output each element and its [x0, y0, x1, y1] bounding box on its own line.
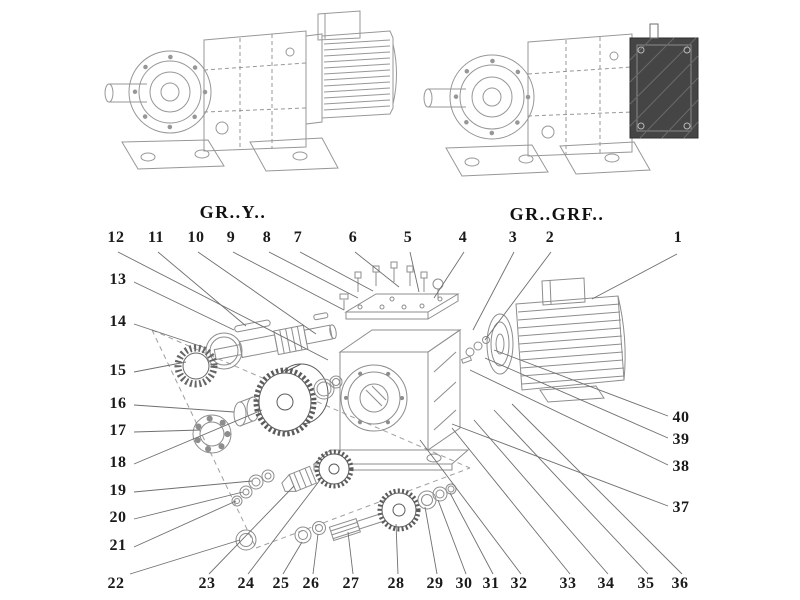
diagram-title-gr-y: GR..Y.. [199, 202, 267, 222]
callout-11: 11 [147, 229, 165, 246]
callout-21: 21 [109, 537, 127, 554]
callout-6: 6 [348, 229, 358, 246]
diagram-title-gr-grf: GR..GRF.. [509, 204, 605, 224]
callout-9: 9 [226, 229, 236, 246]
callout-35: 35 [637, 575, 655, 592]
exploded-view-drawing [151, 261, 626, 551]
callout-40: 40 [672, 409, 690, 426]
callout-24: 24 [237, 575, 255, 592]
callout-34: 34 [597, 575, 615, 592]
callout-1: 1 [673, 229, 683, 246]
output-shaft-icon [104, 83, 147, 103]
input-flange-icon [629, 23, 699, 139]
callout-10: 10 [187, 229, 205, 246]
callout-12: 12 [107, 229, 125, 246]
callout-33: 33 [559, 575, 577, 592]
washers-bottom [294, 521, 326, 544]
cover-bolts [339, 261, 444, 310]
callout-7: 7 [293, 229, 303, 246]
callout-4: 4 [458, 229, 468, 246]
machine-gr-grf-drawing [423, 23, 699, 177]
motor-flange [460, 313, 514, 375]
callout-31: 31 [482, 575, 500, 592]
callout-18: 18 [109, 454, 127, 471]
callout-13: 13 [109, 271, 127, 288]
retaining-rings-lower [417, 483, 457, 510]
big-helical-gear [253, 363, 329, 437]
callout-14: 14 [109, 313, 127, 330]
output-shaft-icon [423, 88, 466, 108]
callout-36: 36 [671, 575, 689, 592]
intermediate-gear [314, 449, 354, 489]
leader-lines [117, 251, 683, 575]
motor-exploded [515, 277, 626, 403]
callout-22: 22 [107, 575, 125, 592]
retaining-rings-upper [313, 375, 343, 400]
callout-8: 8 [262, 229, 272, 246]
callout-17: 17 [109, 422, 127, 439]
callout-26: 26 [302, 575, 320, 592]
callout-23: 23 [198, 575, 216, 592]
callout-2: 2 [545, 229, 555, 246]
callout-39: 39 [672, 431, 690, 448]
callout-3: 3 [508, 229, 518, 246]
callout-15: 15 [109, 362, 127, 379]
callout-30: 30 [455, 575, 473, 592]
callout-38: 38 [672, 458, 690, 475]
callout-25: 25 [272, 575, 290, 592]
callout-19: 19 [109, 482, 127, 499]
machine-gr-y-drawing [104, 10, 397, 172]
callout-27: 27 [342, 575, 360, 592]
cover-plate [344, 293, 460, 320]
gear-housing [312, 329, 470, 471]
callout-37: 37 [672, 499, 690, 516]
input-shaft-assembly [213, 312, 337, 361]
motor-icon [321, 30, 397, 119]
output-gear [377, 488, 421, 532]
intermediate-pinion [281, 465, 318, 492]
callout-16: 16 [109, 395, 127, 412]
callout-20: 20 [109, 509, 127, 526]
callout-32: 32 [510, 575, 528, 592]
callout-29: 29 [426, 575, 444, 592]
seal-and-bearings [174, 332, 260, 454]
callout-28: 28 [387, 575, 405, 592]
callout-5: 5 [403, 229, 413, 246]
